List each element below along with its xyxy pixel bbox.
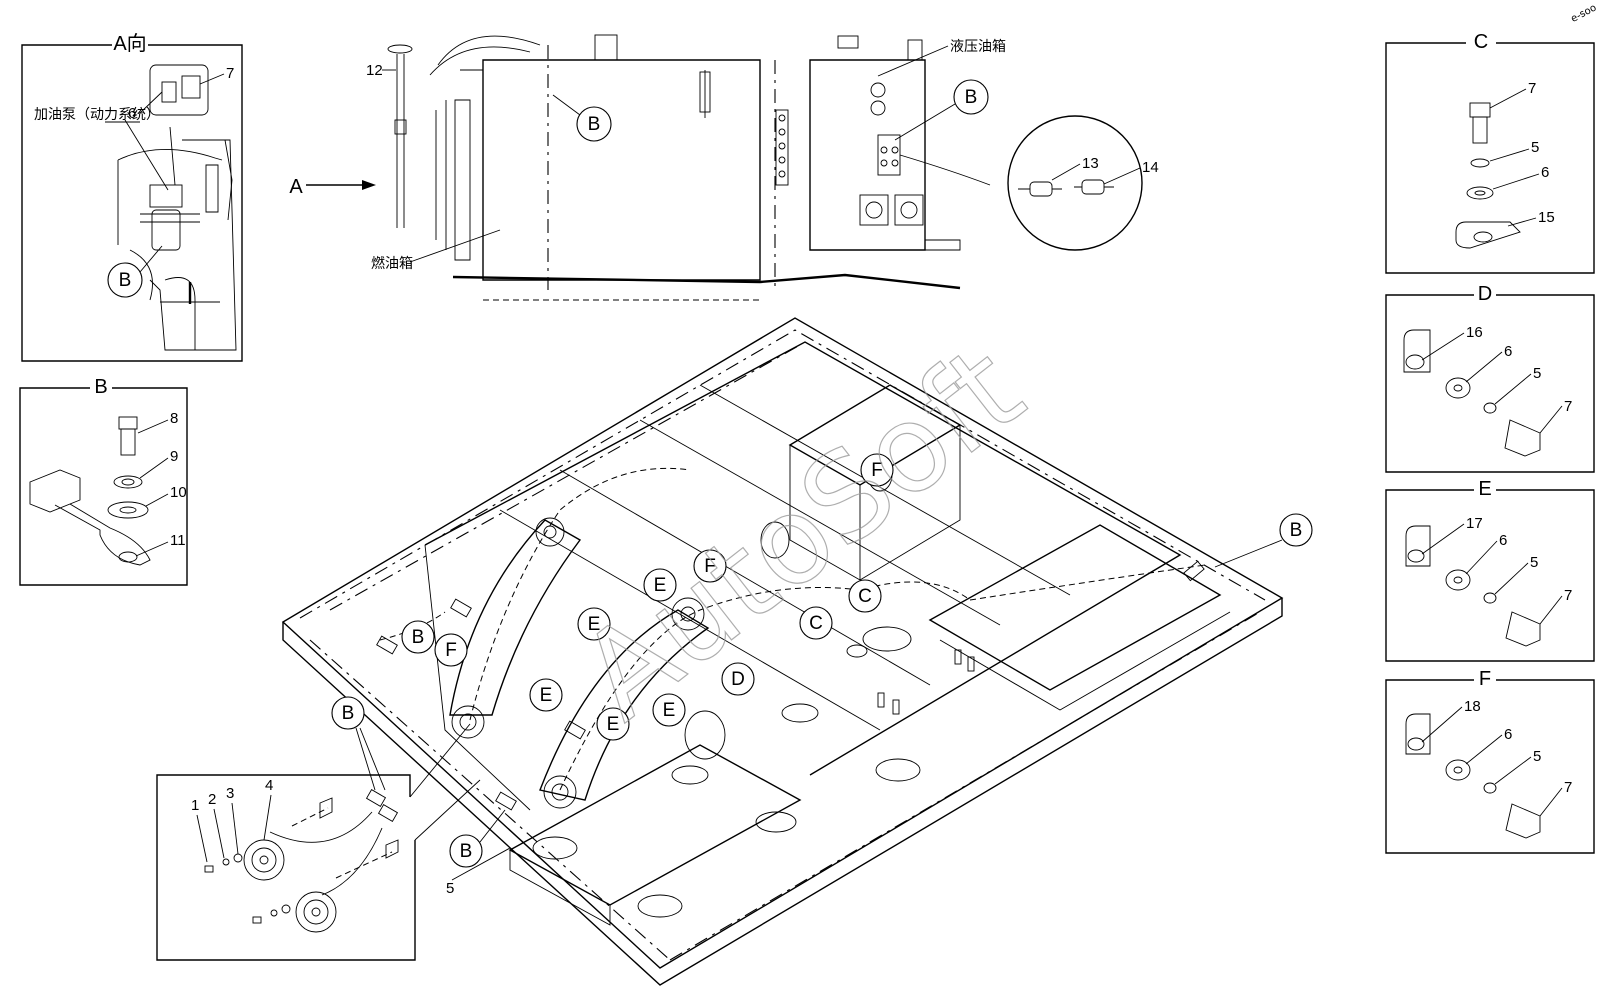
c-part-6: 6 (1541, 164, 1549, 181)
c-detail-panel: C 7 5 6 15 (1385, 31, 1595, 274)
horn-part-3: 3 (226, 785, 234, 802)
hydraulic-tank-label: 液压油箱 (950, 39, 1006, 55)
tank-callout-b-1: B (588, 114, 601, 135)
d-detail-panel: D 16 6 5 7 (1385, 283, 1595, 473)
part-12: 12 (366, 62, 383, 79)
frame-callout-e-2: E (588, 614, 601, 635)
horn-part-2: 2 (208, 791, 216, 808)
d-part-16: 16 (1466, 324, 1483, 341)
f-part-7: 7 (1564, 779, 1572, 796)
a-view-panel: A向 加油泵（动力系统） 6 7 B (21, 32, 243, 362)
b-detail-panel: B 8 9 10 11 (19, 376, 188, 586)
b-part-11: 11 (170, 532, 186, 549)
frame-callout-b-3: B (460, 841, 473, 862)
frame-callout-f-1: F (445, 640, 457, 661)
horn-detail-panel: 1 2 3 4 (156, 723, 481, 961)
upper-frame-view (281, 317, 1284, 986)
frame-callout-e-1: E (654, 575, 667, 596)
pump-label: 加油泵（动力系统） (34, 107, 160, 123)
horn-part-1: 1 (191, 797, 199, 814)
horn-part-4: 4 (265, 777, 273, 794)
a-part-6: 6 (128, 105, 136, 122)
e-part-17: 17 (1466, 515, 1483, 532)
frame-part-5: 5 (446, 880, 454, 897)
e-part-5: 5 (1530, 554, 1538, 571)
frame-callout-b-2: B (342, 703, 355, 724)
a-callout-b: B (119, 270, 132, 291)
d-part-6: 6 (1504, 343, 1512, 360)
a-view-title: A向 (113, 32, 146, 55)
part-14: 14 (1142, 159, 1159, 176)
f-part-6: 6 (1504, 726, 1512, 743)
frame-callout-f-2: F (704, 556, 716, 577)
f-detail-panel: F 18 6 5 7 (1385, 668, 1595, 854)
d-detail-title: D (1478, 283, 1492, 305)
b-part-8: 8 (170, 410, 178, 427)
e-detail-title: E (1478, 478, 1491, 500)
c-part-15: 15 (1538, 209, 1555, 226)
watermark-text: AutoSoft (556, 320, 1048, 747)
f-detail-title: F (1479, 668, 1491, 690)
d-part-7: 7 (1564, 398, 1572, 415)
c-part-5: 5 (1531, 139, 1539, 156)
f-part-5: 5 (1533, 748, 1541, 765)
d-part-5: 5 (1533, 365, 1541, 382)
b-part-9: 9 (170, 448, 178, 465)
c-part-7: 7 (1528, 80, 1536, 97)
f-part-18: 18 (1464, 698, 1481, 715)
e-detail-panel: E 17 6 5 7 (1385, 478, 1595, 662)
e-part-6: 6 (1499, 532, 1507, 549)
frame-callouts: B B B B F F F E E E E E C C D 5 (331, 453, 1313, 897)
frame-callout-e-4: E (607, 714, 620, 735)
tank-view: A 12 (289, 34, 1159, 301)
tank-callout-b-2: B (965, 87, 978, 108)
frame-callout-c-2: C (809, 613, 823, 634)
a-part-7: 7 (226, 65, 234, 82)
view-arrow-label: A (289, 176, 303, 198)
c-detail-title: C (1474, 31, 1488, 53)
b-part-10: 10 (170, 484, 187, 501)
frame-callout-d-1: D (731, 669, 745, 690)
part-13: 13 (1082, 155, 1099, 172)
corner-mark: e-soo (1569, 2, 1598, 24)
b-detail-title: B (94, 376, 107, 398)
frame-callout-e-5: E (663, 700, 676, 721)
watermark: AutoSoft (556, 319, 1049, 747)
e-part-7: 7 (1564, 587, 1572, 604)
frame-callout-c-1: C (858, 586, 872, 607)
fuel-tank-label: 燃油箱 (371, 255, 413, 272)
frame-callout-e-3: E (540, 685, 553, 706)
frame-callout-f-3: F (871, 460, 883, 481)
frame-callout-b-4: B (1290, 520, 1303, 541)
frame-callout-b-1: B (412, 627, 425, 648)
